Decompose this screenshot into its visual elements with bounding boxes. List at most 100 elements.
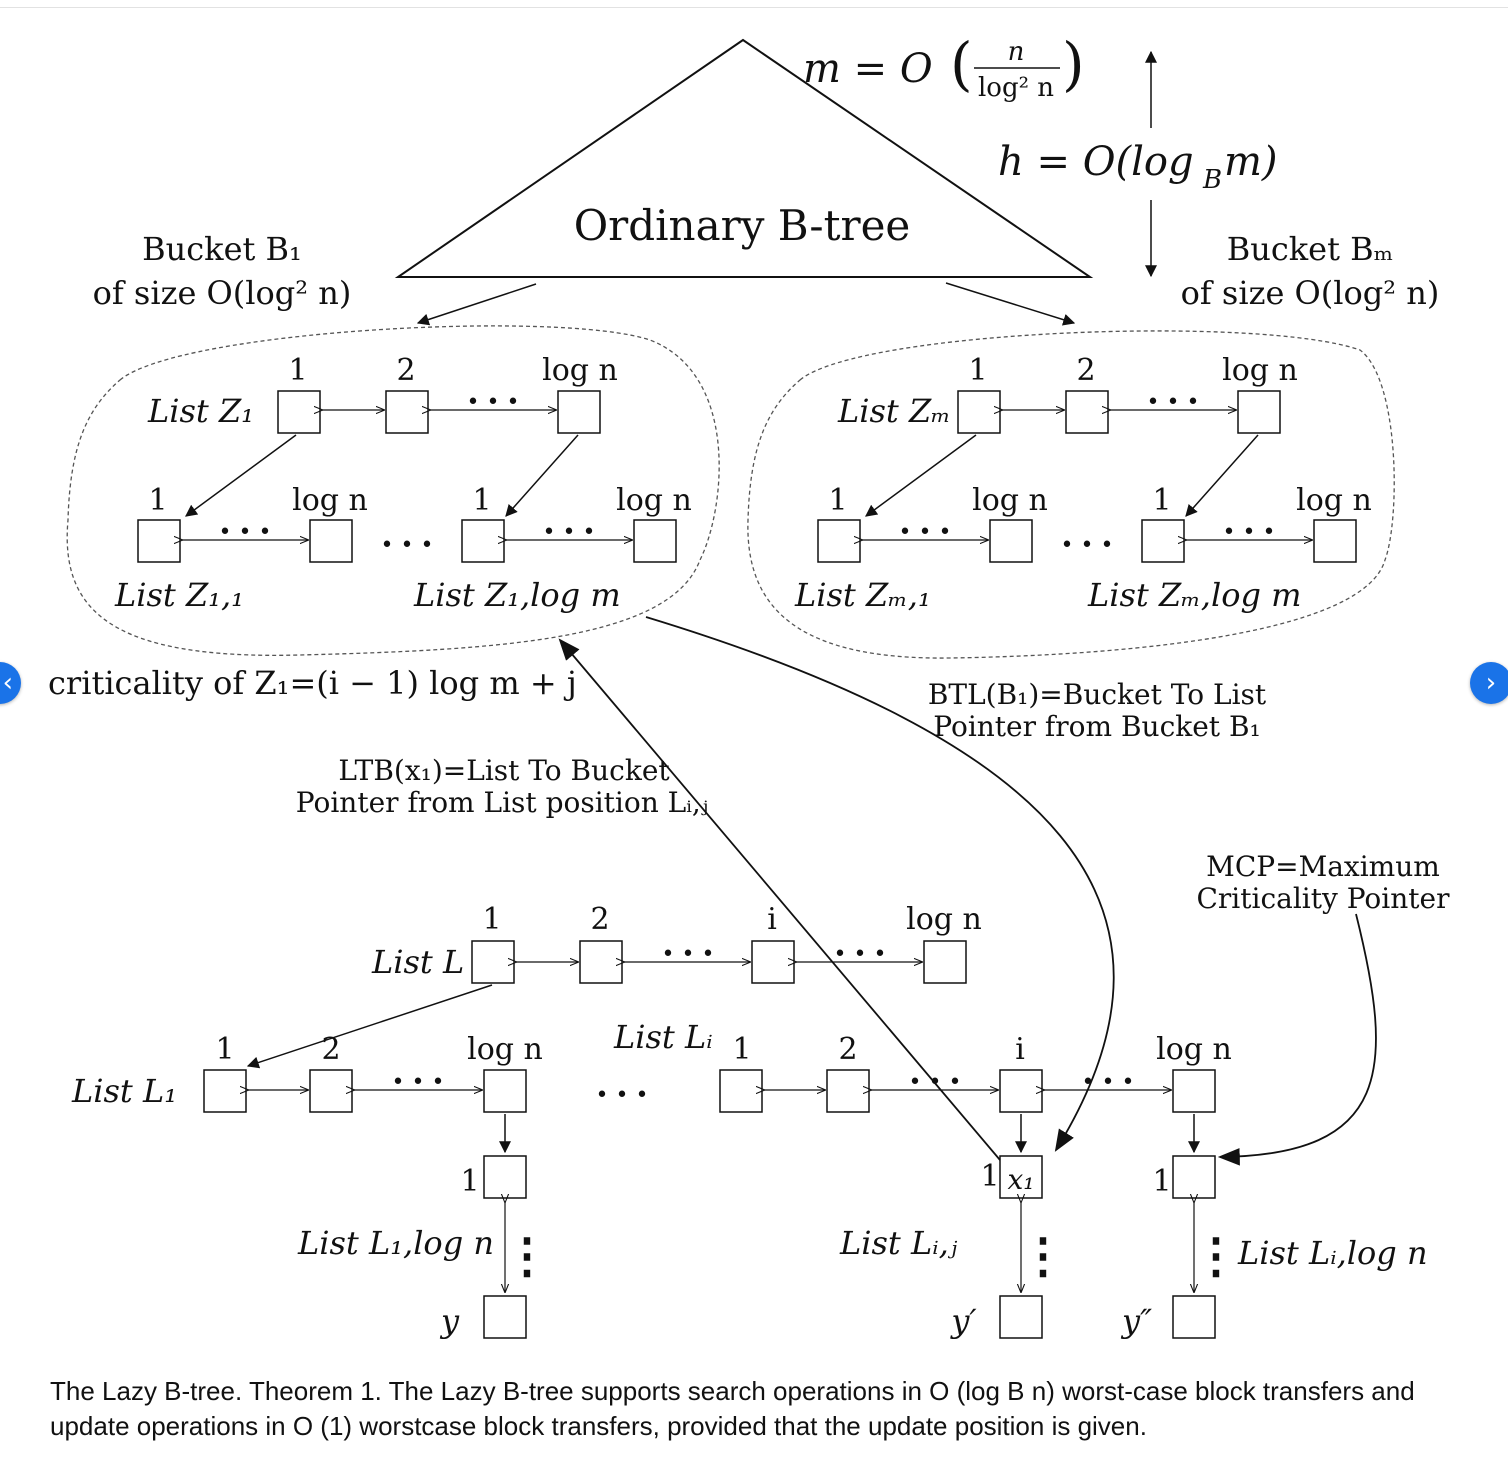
list-L-label: List L xyxy=(371,943,464,981)
m-formula-denominator: log² n xyxy=(978,73,1054,103)
btl-line1: BTL(B₁)=Bucket To List xyxy=(928,678,1267,711)
z1-dots: • • • xyxy=(467,390,520,415)
Lij-node-y1 xyxy=(999,1295,1043,1339)
zm1-idx-1: 1 xyxy=(828,483,847,518)
ltb-pointer xyxy=(558,638,1001,1161)
z1-mid-dots: • • • xyxy=(381,533,434,558)
L1logn-one: 1 xyxy=(460,1164,479,1199)
Li-idx-2: 2 xyxy=(838,1032,857,1067)
L-dots-1: • • • xyxy=(662,942,715,967)
Li-idx-logn: log n xyxy=(1156,1032,1232,1067)
list-z11-label: List Z₁,₁ xyxy=(114,576,244,614)
zm-idx-1: 1 xyxy=(968,353,987,388)
Li-idx-1: 1 xyxy=(732,1032,751,1067)
ltb-line2: Pointer from List position Lᵢ,ⱼ xyxy=(296,786,708,819)
Li-dots-2: • • • xyxy=(1082,1070,1135,1095)
m-paren-left: ( xyxy=(950,30,973,98)
L1-node-2 xyxy=(309,1069,353,1113)
z11-node-1 xyxy=(137,519,181,563)
criticality-label: criticality of Z₁=(i − 1) log m + j xyxy=(48,664,577,702)
L1-dots: • • • xyxy=(392,1070,445,1095)
list-zm-label: List Zₘ xyxy=(837,392,951,430)
z1-idx-1: 1 xyxy=(288,353,307,388)
y-label: y xyxy=(439,1302,460,1340)
zm-idx-logn: log n xyxy=(1222,353,1298,388)
top-border xyxy=(0,0,1508,8)
bucket1-lists: List Z₁ 1 2 log n • • • 1 log n 1 log n … xyxy=(114,353,692,614)
Lij-node-x1 xyxy=(999,1155,1043,1199)
prev-arrow-icon[interactable]: ‹ xyxy=(0,662,21,704)
zm1-node-1 xyxy=(817,519,861,563)
bucketm-line2: of size O(log² n) xyxy=(1181,274,1440,312)
figure-caption: The Lazy B-tree. Theorem 1. The Lazy B-t… xyxy=(50,1376,1415,1441)
mcp-line1: MCP=Maximum xyxy=(1206,850,1440,883)
L1-node-logn xyxy=(483,1069,527,1113)
list-zm1-label: List Zₘ,₁ xyxy=(794,576,931,614)
list-L1: List L₁ 1 2 log n • • • • • • 1 ⋮ y List… xyxy=(71,1032,648,1340)
L-node-1 xyxy=(471,940,515,984)
z1-node-logn xyxy=(557,390,601,434)
Li-node-i xyxy=(999,1069,1043,1113)
h-formula: h = O(log B m) xyxy=(998,139,1278,195)
list-zmlogm-label: List Zₘ,log m xyxy=(1087,576,1301,614)
zm1-node-logn xyxy=(989,519,1033,563)
z1-idx-2: 2 xyxy=(396,353,415,388)
next-arrow-icon[interactable]: › xyxy=(1470,662,1508,704)
z1logm-idx-logn: log n xyxy=(616,483,692,518)
list-z1-label: List Z₁ xyxy=(147,392,254,430)
Lij-vdots: ⋮ xyxy=(1019,1228,1067,1284)
z11-idx-logn: log n xyxy=(292,483,368,518)
m-paren-right: ) xyxy=(1062,30,1085,98)
btl-pointer xyxy=(645,616,1115,1152)
z1-to-z11-arrow xyxy=(185,434,297,517)
list-z1logm-label: List Z₁,log m xyxy=(413,576,621,614)
Li-node-1 xyxy=(719,1069,763,1113)
L-node-2 xyxy=(579,940,623,984)
m-formula-numerator: n xyxy=(1008,37,1025,67)
L-dots-2: • • • xyxy=(834,942,887,967)
L-node-logn xyxy=(923,940,967,984)
L-node-i xyxy=(751,940,795,984)
btl-line2: Pointer from Bucket B₁ xyxy=(933,710,1261,743)
zmlogm-dots: • • • xyxy=(1223,520,1276,545)
zm1-idx-logn: log n xyxy=(972,483,1048,518)
bucket1-outline xyxy=(66,325,720,656)
bucket1-line1: Bucket B₁ xyxy=(142,230,302,268)
Li-idx-i: i xyxy=(1015,1032,1025,1067)
y1-label: y′ xyxy=(949,1302,977,1340)
h-formula-main: h = O(log xyxy=(998,139,1194,185)
y2-label: y″ xyxy=(1120,1302,1152,1340)
z1logm-dots: • • • xyxy=(543,520,596,545)
zm-node-2 xyxy=(1065,390,1109,434)
L1-idx-1: 1 xyxy=(215,1032,234,1067)
Lilogn-node-1 xyxy=(1172,1155,1216,1199)
h-formula-tail: m) xyxy=(1224,139,1278,185)
z1-to-z1logm-arrow xyxy=(505,434,579,517)
Li-node-2 xyxy=(826,1069,870,1113)
btree-triangle xyxy=(394,38,1094,278)
x1-label: x₁ xyxy=(1007,1163,1034,1196)
list-Lilogn-label: List Lᵢ,log n xyxy=(1237,1234,1428,1272)
z1logm-node-1 xyxy=(461,519,505,563)
Li-node-logn xyxy=(1172,1069,1216,1113)
L1-idx-logn: log n xyxy=(467,1032,543,1067)
L-idx-1: 1 xyxy=(482,902,501,937)
zm-node-1 xyxy=(957,390,1001,434)
Lij-one: 1 xyxy=(980,1159,999,1194)
zm-mid-dots: • • • xyxy=(1061,533,1114,558)
L-to-L1-arrow xyxy=(246,984,493,1069)
list-Lij-label: List Lᵢ,ⱼ xyxy=(839,1224,958,1262)
z11-idx-1: 1 xyxy=(148,483,167,518)
z11-node-logn xyxy=(309,519,353,563)
z1logm-node-logn xyxy=(633,519,677,563)
L-mid-dots: • • • xyxy=(596,1083,649,1108)
zm-idx-2: 2 xyxy=(1076,353,1095,388)
bucketm-line1: Bucket Bₘ xyxy=(1227,230,1394,268)
list-L1-label: List L₁ xyxy=(71,1072,177,1110)
L-idx-i: i xyxy=(767,902,777,937)
z1-idx-logn: log n xyxy=(542,353,618,388)
bucket1-line2: of size O(log² n) xyxy=(93,274,352,312)
zmlogm-node-logn xyxy=(1313,519,1357,563)
L-idx-2: 2 xyxy=(590,902,609,937)
z1-node-1 xyxy=(277,390,321,434)
